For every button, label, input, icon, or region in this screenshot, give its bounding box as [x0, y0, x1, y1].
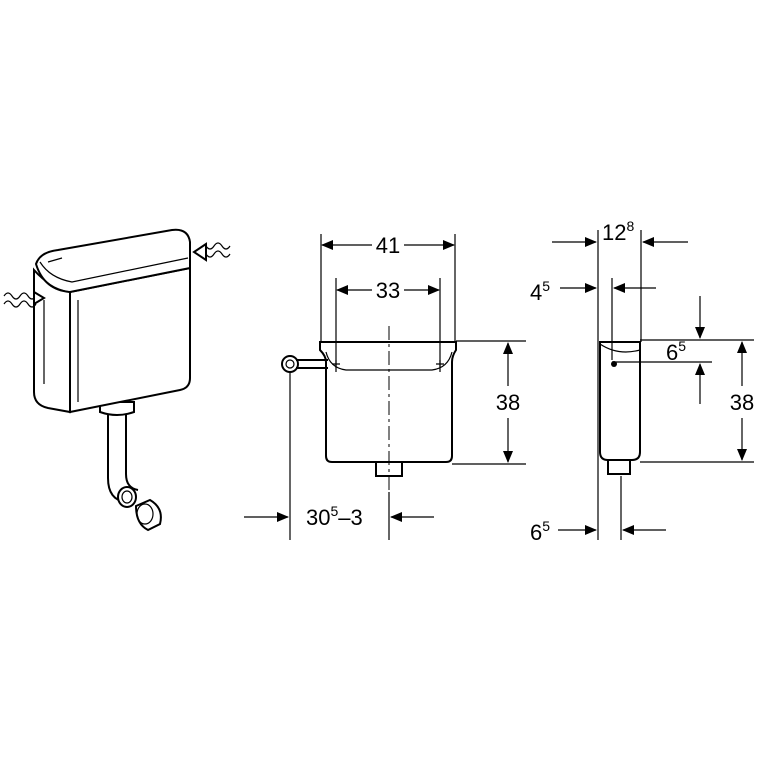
- dim-top-offset-main: 6: [666, 340, 678, 365]
- dim-outlet-main: 6: [530, 520, 542, 545]
- dim-offset-main: 30: [306, 505, 330, 530]
- dim-outlet-sup: 5: [542, 518, 550, 534]
- dim-width-inner: 33: [376, 278, 400, 303]
- dim-outlet: 65: [530, 518, 550, 545]
- dim-height-side: 38: [730, 390, 754, 415]
- cistern-front-view: [281, 326, 457, 492]
- front-dimensions: 41 33 38 305–3: [244, 233, 526, 540]
- dim-height-front: 38: [496, 390, 520, 415]
- side-dimensions: 128 45 65 38 65: [530, 218, 754, 545]
- cistern-side-view: [599, 341, 641, 475]
- dim-depth-sup: 8: [626, 218, 634, 234]
- dim-offset-sup: 5: [330, 503, 338, 519]
- dim-top-offset-sup: 5: [678, 338, 686, 354]
- dim-depth: 128: [602, 218, 634, 245]
- dim-inlet-sup: 5: [542, 278, 550, 294]
- dim-width-outer: 41: [376, 233, 400, 258]
- dim-depth-main: 12: [602, 220, 626, 245]
- dim-top-offset: 65: [666, 338, 686, 365]
- dim-offset-front: 305–3: [306, 503, 363, 530]
- dim-offset-tail: –3: [338, 505, 362, 530]
- dim-inlet: 45: [530, 278, 550, 305]
- cistern-perspective: [3, 228, 231, 532]
- dim-inlet-main: 4: [530, 280, 542, 305]
